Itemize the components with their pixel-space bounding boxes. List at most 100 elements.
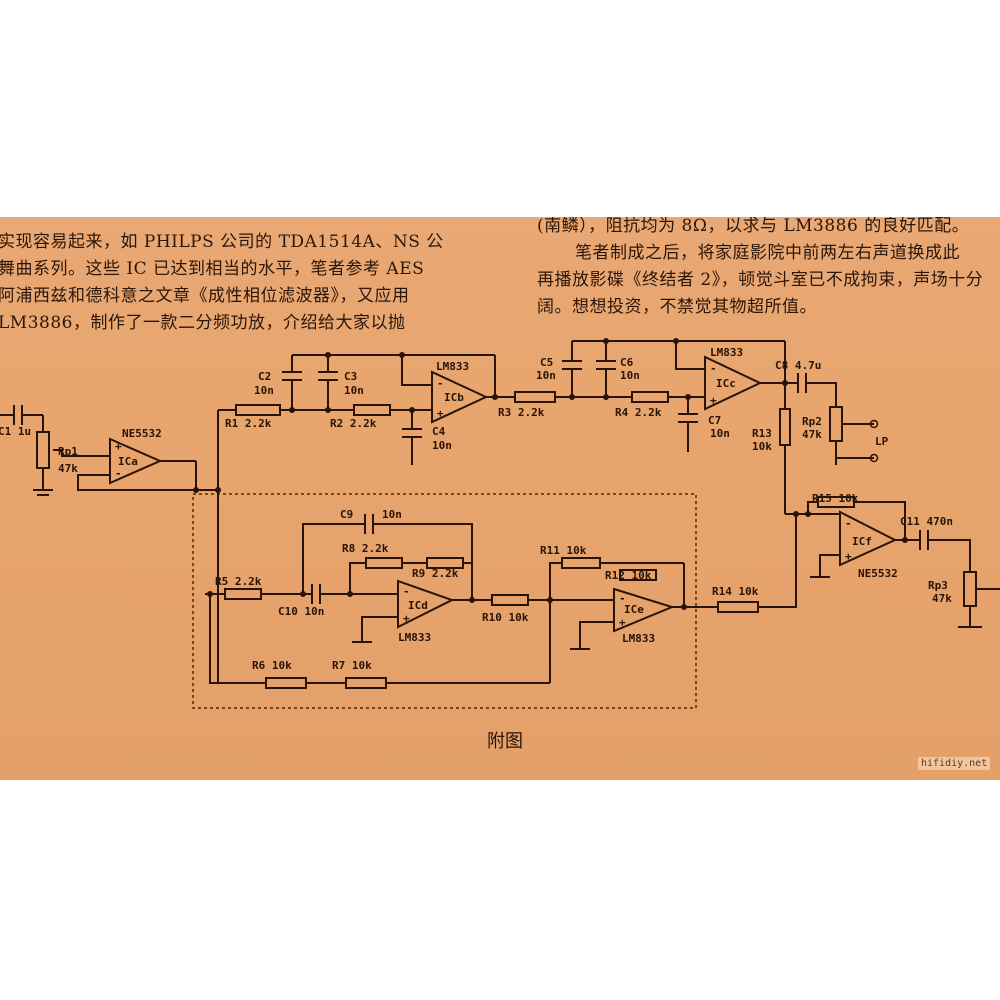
icc-opamp — [704, 355, 763, 411]
lp-terminal — [869, 419, 879, 429]
svg-text:+: + — [619, 616, 626, 629]
rp1-value: 47k — [58, 462, 78, 475]
text-line: 再播放影碟《终结者 2》，顿觉斗室已不成拘束，声场十分 — [537, 270, 984, 290]
svg-text:-: - — [619, 592, 626, 605]
text-line: 实现容易起来，如 PHILPS 公司的 TDA1514A、NS 公 — [0, 232, 444, 252]
text-line: 阔。想想投资，不禁觉其物超所值。 — [537, 297, 817, 317]
svg-text:+: + — [845, 550, 852, 563]
r3-label: R3 2.2k — [498, 406, 545, 419]
r14-resistor — [717, 601, 759, 613]
text-line: 舞曲系列。这些 IC 已达到相当的水平，笔者参考 AES — [0, 259, 425, 279]
icf-type: NE5532 — [858, 567, 898, 580]
c3-label: C3 — [344, 370, 357, 383]
c8-label: C8 4.7u — [775, 359, 821, 372]
svg-text:+: + — [115, 440, 122, 453]
c2-value: 10n — [254, 384, 274, 397]
r11-label: R11 10k — [540, 544, 587, 557]
r7-label: R7 10k — [332, 659, 372, 672]
c11-label: C11 470n — [900, 515, 953, 528]
icc-type: LM833 — [710, 346, 743, 359]
r6-label: R6 10k — [252, 659, 292, 672]
c7-label: C7 — [708, 414, 721, 427]
r1-label: R1 2.2k — [225, 417, 272, 430]
dotted-filter-box — [192, 493, 697, 709]
icf-label: ICf — [852, 535, 872, 548]
c3-value: 10n — [344, 384, 364, 397]
c4-label: C4 — [432, 425, 446, 438]
text-line: 阿浦西兹和德科意之文章《成性相位滤波器》，又应用 — [0, 286, 410, 306]
r15-label: R15 10k — [812, 492, 859, 505]
svg-text:-: - — [437, 377, 444, 390]
rp2-value: 47k — [802, 428, 822, 441]
c9-value: 10n — [382, 508, 402, 521]
svg-text:+: + — [437, 407, 444, 420]
r4-resistor — [631, 391, 669, 403]
icb-type: LM833 — [436, 360, 469, 373]
c7-value: 10n — [710, 427, 730, 440]
svg-text:-: - — [845, 517, 852, 530]
r11-resistor — [561, 557, 601, 569]
r13-value: 10k — [752, 440, 772, 453]
r10-label: R10 10k — [482, 611, 529, 624]
c5-value: 10n — [536, 369, 556, 382]
ica-type: NE5532 — [122, 427, 162, 440]
ica-opamp — [109, 437, 163, 485]
r2-label: R2 2.2k — [330, 417, 377, 430]
r8-label: R8 2.2k — [342, 542, 389, 555]
c5-label: C5 — [540, 356, 553, 369]
lp-label: LP — [875, 435, 889, 448]
figure-caption: 附图 — [487, 731, 523, 752]
r6-resistor — [265, 677, 307, 689]
r13-resistor — [779, 408, 791, 446]
r8-resistor — [365, 557, 403, 569]
rp2-potentiometer — [829, 406, 843, 442]
icf-opamp — [839, 510, 898, 567]
r14-label: R14 10k — [712, 585, 759, 598]
ice-type: LM833 — [622, 632, 655, 645]
icd-label: ICd — [408, 599, 428, 612]
c9-label: C9 — [340, 508, 353, 521]
ice-label: ICe — [624, 603, 644, 616]
ica-label: ICa — [118, 455, 138, 468]
r12-resistor — [619, 569, 657, 581]
icd-type: LM833 — [398, 631, 431, 644]
r2-resistor — [353, 404, 391, 416]
svg-text:-: - — [403, 585, 410, 598]
r1-resistor — [235, 404, 281, 416]
c1-label: C1 1u — [0, 425, 31, 438]
c10-label: C10 10n — [278, 605, 324, 618]
c6-label: C6 — [620, 356, 634, 369]
rp1-potentiometer — [36, 431, 50, 469]
icd-opamp — [397, 579, 455, 629]
svg-text:+: + — [710, 394, 717, 407]
icc-label: ICc — [716, 377, 736, 390]
c4-value: 10n — [432, 439, 452, 452]
circuit-diagram: C1 1u Rp1 47k + - ICa NE5532 R1 2.2k C2 … — [0, 338, 1000, 752]
svg-text:-: - — [710, 362, 717, 375]
rp3-potentiometer — [963, 571, 977, 607]
svg-text:-: - — [115, 467, 122, 480]
r3-resistor — [514, 391, 556, 403]
text-line: LM3886，制作了一款二分频功放，介绍给大家以抛 — [0, 313, 406, 333]
r4-label: R4 2.2k — [615, 406, 662, 419]
r13-label: R13 — [752, 427, 772, 440]
r12-label: R12 10k — [605, 569, 652, 582]
svg-text:+: + — [403, 612, 410, 625]
lp-terminal — [869, 453, 879, 463]
r5-resistor — [224, 588, 262, 600]
r10-resistor — [491, 594, 529, 606]
r7-resistor — [345, 677, 387, 689]
c6-value: 10n — [620, 369, 640, 382]
c2-label: C2 — [258, 370, 271, 383]
text-line: (南鳞），阻抗均为 8Ω，以求与 LM3886 的良好匹配。 — [537, 217, 970, 236]
r9-label: R9 2.2k — [412, 567, 459, 580]
icb-label: ICb — [444, 391, 464, 404]
r5-label: R5 2.2k — [215, 575, 262, 588]
schematic-photo: 实现容易起来，如 PHILPS 公司的 TDA1514A、NS 公 舞曲系列。这… — [0, 217, 1000, 780]
ice-opamp — [613, 587, 675, 633]
icb-opamp — [431, 370, 489, 424]
rp3-value: 47k — [932, 592, 952, 605]
rp3-label: Rp3 — [928, 579, 948, 592]
rp1-label: Rp1 — [58, 445, 78, 458]
rp2-label: Rp2 — [802, 415, 822, 428]
